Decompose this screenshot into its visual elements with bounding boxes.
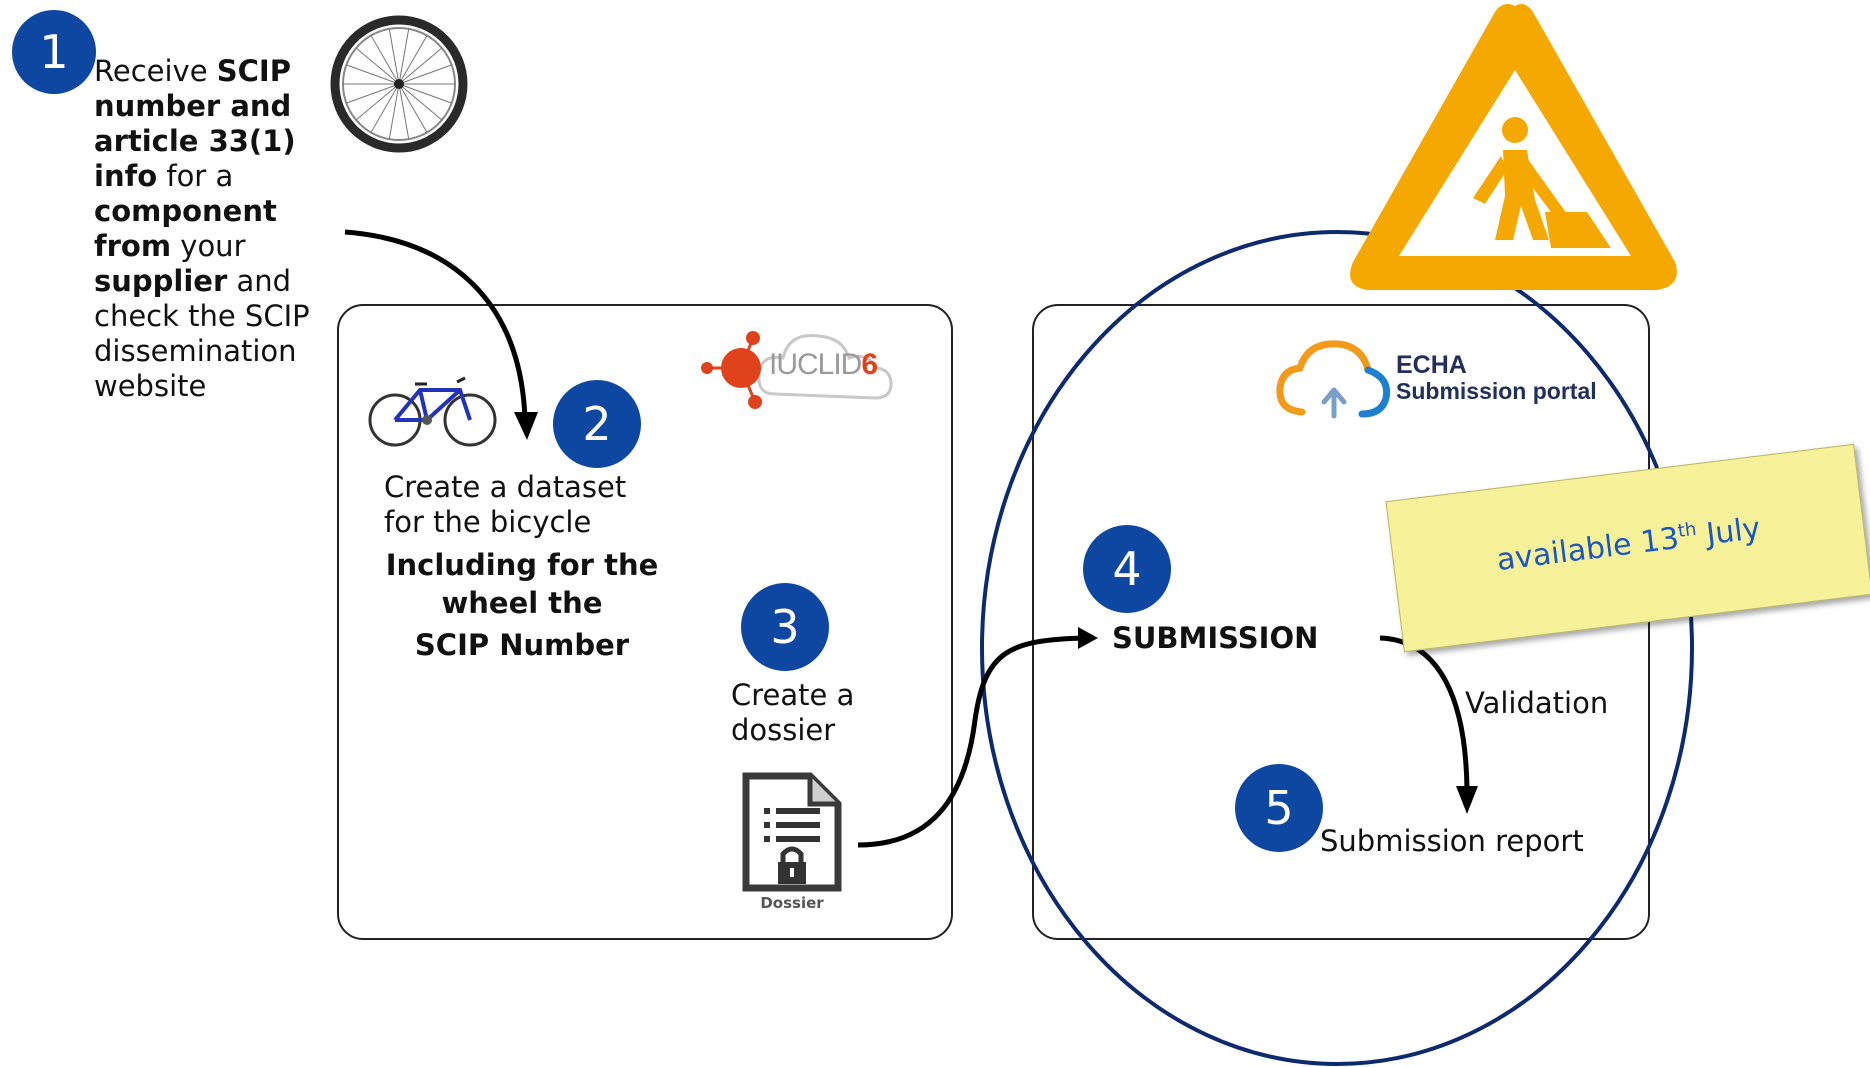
step-1-text-part: Receive	[94, 54, 217, 88]
step-1-number: 1	[39, 25, 69, 79]
step-1-text-part: supplier	[94, 264, 228, 298]
sticky-note-text2: July	[1694, 511, 1763, 554]
step-5-label: Submission report	[1320, 824, 1584, 858]
step-1-badge: 1	[12, 10, 96, 94]
step-2-bold3: SCIP Number	[414, 628, 630, 662]
iuclid-logo-digit: 6	[861, 348, 878, 381]
echa-cloud-logo: ECHA Submission portal	[1272, 334, 1632, 424]
roadwork-warning-icon	[1350, 4, 1677, 290]
step-4-number: 4	[1112, 542, 1142, 596]
dossier-label: Dossier	[760, 894, 824, 912]
step-2-text: Create a dataset for the bicycle	[384, 470, 626, 540]
bicycle-wheel-icon	[330, 15, 468, 153]
step-4-label: SUBMISSION	[1112, 621, 1319, 655]
step-2-bold2: wheel the	[441, 586, 603, 620]
step-3-number: 3	[770, 600, 800, 654]
step-2-badge: 2	[553, 380, 641, 468]
step-2-line1: Create a dataset	[384, 470, 627, 504]
step-2-bold1: Including for the	[385, 548, 659, 582]
step-3-text: Create a dossier	[731, 678, 854, 748]
step-1-text-part: your	[171, 229, 246, 263]
step-5-number: 5	[1264, 781, 1294, 835]
bicycle-icon	[368, 376, 497, 447]
step-3-badge: 3	[741, 583, 829, 671]
step-2-number: 2	[582, 397, 612, 451]
step-1-text-part: for a	[157, 159, 234, 193]
step-1-text-part: and check the SCIP dissemination website	[94, 264, 310, 403]
iuclid-logo-text: IUCLID	[769, 348, 862, 381]
step-2-bold-text: Including for the wheel the SCIP Number	[372, 546, 672, 664]
step-4-badge: 4	[1083, 525, 1171, 613]
sticky-note-text: available 13	[1494, 520, 1681, 579]
dossier-icon: Dossier	[742, 772, 842, 920]
step-3-line1: Create a	[731, 678, 855, 712]
echa-logo-line1: ECHA	[1396, 351, 1467, 379]
step-1-text-part: component from	[94, 194, 277, 263]
step-1-description: Receive SCIP number and article 33(1) in…	[94, 54, 334, 404]
step-2-line2: for the bicycle	[384, 505, 592, 539]
validation-label: Validation	[1465, 686, 1609, 720]
step-1-text-part: SCIP number and article 33(1) info	[94, 54, 296, 193]
step-5-badge: 5	[1235, 764, 1323, 852]
step-3-line2: dossier	[731, 713, 836, 747]
iuclid-logo: IUCLID6	[695, 318, 915, 418]
iuclid-panel	[337, 304, 953, 940]
echa-logo-line2: Submission portal	[1396, 378, 1597, 404]
